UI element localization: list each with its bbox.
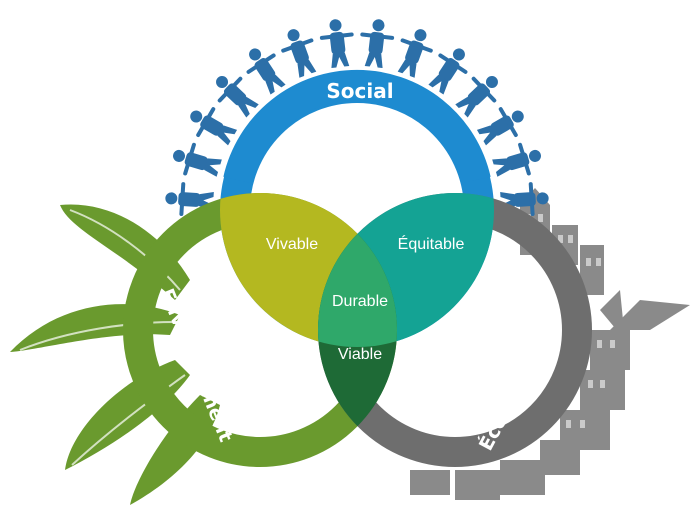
person-icon <box>455 76 498 118</box>
person-icon <box>397 29 433 78</box>
zone-label-durable: Durable <box>332 293 388 310</box>
person-icon <box>173 142 222 177</box>
person-icon <box>165 182 214 217</box>
zone-label-vivable: Vivable <box>266 236 318 253</box>
person-icon <box>476 107 524 146</box>
people-decoration <box>165 19 549 217</box>
person-icon <box>360 19 395 69</box>
ring-label-social: Social <box>326 79 393 103</box>
person-icon <box>216 76 259 118</box>
person-icon <box>246 48 286 95</box>
zone-label-viable: Viable <box>338 346 382 363</box>
person-icon <box>428 48 468 95</box>
person-icon <box>319 19 354 69</box>
city-skyline-decoration <box>410 188 690 500</box>
zone-label-equitable: Équitable <box>398 234 465 253</box>
person-icon <box>190 107 238 146</box>
ring-social-overlap <box>223 69 491 184</box>
person-icon <box>492 142 541 177</box>
leaf-veins <box>19 209 186 466</box>
person-icon <box>281 29 317 78</box>
